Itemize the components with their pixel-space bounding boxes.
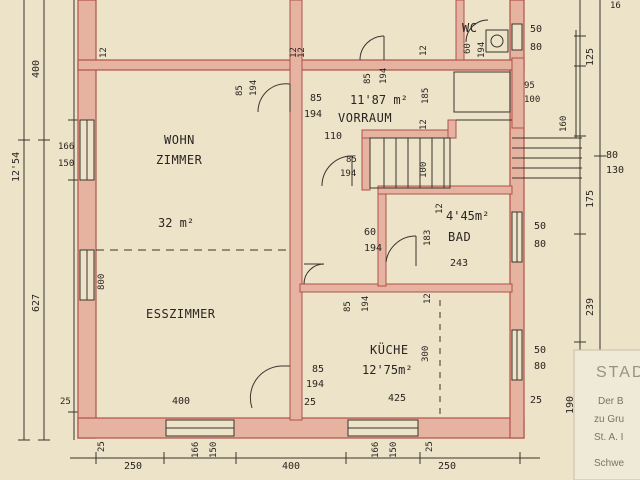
dim-bot-150b: 150	[389, 441, 399, 458]
dim-right-175: 175	[585, 189, 596, 208]
dim-door-194-wz: 194	[249, 79, 259, 96]
dim-right-100: 100	[524, 95, 541, 105]
dim-left-627: 627	[31, 293, 42, 312]
dim-bot-250a: 250	[124, 461, 143, 472]
dim-stair-100: 100	[419, 161, 429, 178]
dim-door-85-wz: 85	[235, 85, 245, 96]
dim-bad-12: 12	[435, 203, 445, 214]
dim-bad-60: 60	[364, 227, 377, 238]
dim-wc-194: 194	[477, 41, 487, 58]
dim-wall-25: 25	[60, 397, 71, 407]
dim-bot-400: 400	[282, 461, 301, 472]
dim-k-85b: 85	[312, 364, 325, 375]
dim-bot-166b: 166	[371, 441, 381, 458]
window-sashes	[86, 120, 518, 429]
dim-window-150: 150	[58, 159, 75, 169]
staircase	[369, 30, 582, 189]
dim-door-85-vr: 85	[310, 93, 323, 104]
dim-bad-80: 80	[534, 239, 547, 250]
dim-right-80b: 80	[606, 150, 619, 161]
dim-k-80: 80	[534, 361, 547, 372]
dim-wall-12: 12	[99, 47, 109, 58]
room-label-vorraum: VORRAUM	[338, 111, 393, 125]
dim-right-130: 130	[606, 165, 625, 176]
dim-k-194: 194	[361, 295, 371, 312]
dim-vr-185: 185	[421, 87, 431, 104]
dim-wall-800: 800	[97, 273, 107, 290]
dim-bad-243: 243	[450, 258, 469, 269]
dim-bot-250b: 250	[438, 461, 457, 472]
toilet-fixture	[485, 29, 509, 53]
dim-vr-12b: 12	[419, 45, 429, 56]
dim-bad-50: 50	[534, 221, 547, 232]
stamp-line-4: Schwe	[594, 458, 625, 469]
dim-right-80a: 80	[530, 42, 543, 53]
dim-bad-194: 194	[364, 243, 383, 254]
stamp-line-3: St. A. I	[594, 432, 624, 443]
stamp-block	[573, 349, 640, 480]
stamp-line-2: zu Gru	[594, 414, 625, 425]
inner-walls	[289, 0, 525, 421]
room-label-kueche: KÜCHE	[370, 343, 409, 357]
dim-k-25r: 25	[530, 395, 543, 406]
room-label-wohn: WOHN	[164, 133, 195, 147]
door-swings	[249, 19, 489, 409]
dim-door-194-top: 194	[379, 67, 389, 84]
dim-door-194-vr: 194	[304, 109, 323, 120]
dim-door-85-top: 85	[363, 73, 373, 84]
dim-right-160: 160	[559, 115, 569, 132]
dim-bot-25: 25	[97, 441, 107, 452]
bath-fixture	[453, 71, 511, 113]
dim-left-400: 400	[31, 59, 42, 78]
dim-k-194b: 194	[306, 379, 325, 390]
dim-k-300: 300	[421, 345, 431, 362]
dim-living-400: 400	[172, 396, 191, 407]
dim-bad-183: 183	[423, 229, 433, 246]
room-label-wc: WC	[462, 21, 478, 35]
dim-right-239: 239	[585, 297, 596, 316]
dim-vr-110: 110	[324, 131, 343, 142]
dim-vr-12c: 12	[419, 119, 429, 130]
bottom-dimension-lines	[70, 452, 540, 464]
dim-right-50a: 50	[530, 24, 543, 35]
dim-wc-60: 60	[463, 43, 473, 54]
area-wohnzimmer: 32 m²	[158, 216, 195, 230]
left-dimension-lines	[18, 0, 80, 441]
dim-k-50: 50	[534, 345, 547, 356]
dim-bot-150a: 150	[209, 441, 219, 458]
room-label-zimmer: ZIMMER	[156, 153, 203, 167]
dim-stair-194: 194	[340, 169, 357, 179]
dim-left-1254: 12'54	[11, 151, 22, 182]
dim-k-85: 85	[343, 301, 353, 312]
dim-top-16: 16	[610, 1, 621, 11]
dim-bot-166a: 166	[191, 441, 201, 458]
stamp-title: STADT	[596, 364, 640, 381]
area-vorraum: 11'87 m²	[350, 93, 408, 107]
dim-right-190: 190	[565, 395, 576, 414]
dim-k-12: 12	[423, 293, 433, 304]
dim-top-12: 12	[297, 47, 307, 58]
room-label-bad: BAD	[448, 230, 472, 244]
dim-bot-25r: 25	[425, 441, 435, 452]
room-label-esszimmer: ESSZIMMER	[146, 307, 216, 321]
dim-k-425: 425	[388, 393, 407, 404]
dim-k-25: 25	[304, 397, 317, 408]
dim-window-166: 166	[58, 142, 75, 152]
dim-stair-85: 85	[346, 155, 357, 165]
dim-right-95: 95	[524, 81, 535, 91]
stamp-line-1: Der B	[598, 396, 624, 407]
dim-right-125: 125	[585, 47, 596, 66]
area-kueche: 12'75m²	[362, 363, 413, 377]
area-bad: 4'45m²	[446, 209, 490, 223]
